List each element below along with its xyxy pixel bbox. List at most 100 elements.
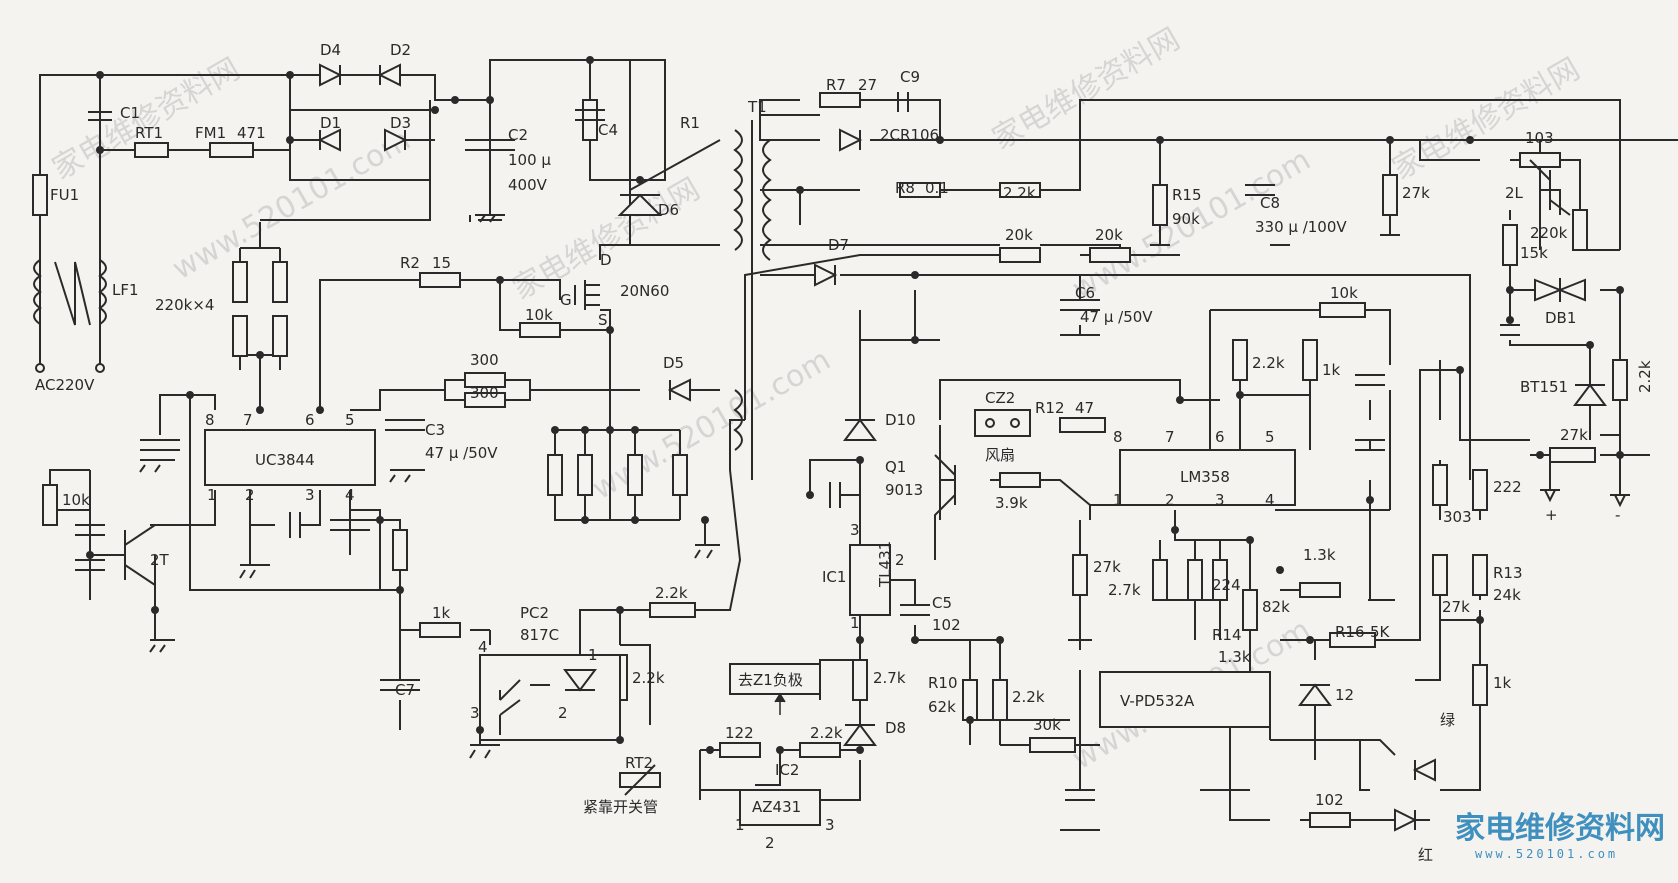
resistor-r303 xyxy=(1432,464,1448,506)
label: 90k xyxy=(1172,210,1200,228)
label: 220k xyxy=(1530,224,1568,242)
label: 风扇 xyxy=(985,446,1015,464)
label: LM358 xyxy=(1180,468,1230,486)
resistor-r102 xyxy=(1309,812,1351,828)
label: 24k xyxy=(1493,586,1521,604)
transistor-2l xyxy=(1529,159,1571,216)
resistor-r2k2-low xyxy=(992,679,1008,721)
resistor-rt1 xyxy=(134,142,169,158)
scr-bt151 xyxy=(1573,383,1607,406)
z1-negative-box xyxy=(729,663,821,695)
label: 1.3k xyxy=(1303,546,1336,564)
label: 1k xyxy=(432,604,451,622)
label: R14 xyxy=(1212,626,1242,644)
capacitor-2t-a xyxy=(75,524,105,536)
label: IC1 xyxy=(822,568,846,586)
resistor-r27k-mid xyxy=(1072,554,1088,596)
resistor-r224 xyxy=(1187,559,1203,601)
label: 1 xyxy=(588,646,598,664)
label: 20k xyxy=(1095,226,1123,244)
label: 122 xyxy=(725,724,754,742)
label: 2.2k xyxy=(1252,354,1285,372)
label: 2.2k xyxy=(810,724,843,742)
label: 2T xyxy=(150,551,170,569)
diode-d7 xyxy=(814,263,838,287)
watermark: 家电维修资料网 xyxy=(987,22,1186,157)
label: 2 xyxy=(895,551,905,569)
label: 5K xyxy=(1370,623,1391,641)
resistor-r16 xyxy=(1329,632,1376,648)
resistor-r20k-b xyxy=(1089,247,1131,263)
ic-vpd532a xyxy=(1099,671,1271,728)
resistor-r27k-top xyxy=(1382,174,1398,216)
label: R2 xyxy=(400,254,420,272)
label: LF1 xyxy=(112,281,139,299)
transistor-q1 xyxy=(934,454,956,560)
label: R13 xyxy=(1493,564,1523,582)
label: 102 xyxy=(1315,791,1344,809)
label: 3.9k xyxy=(995,494,1028,512)
logo-text: 家电维修资料网 xyxy=(1455,811,1665,846)
resistor-fm1 xyxy=(209,142,254,158)
resistor-r20k-a xyxy=(999,247,1041,263)
resistor-r220k-2 xyxy=(272,261,288,303)
resistor-r82k xyxy=(1242,589,1258,631)
fuse-fu1 xyxy=(32,174,48,216)
resistor-r1k3 xyxy=(1299,582,1341,598)
label: 1k xyxy=(1493,674,1512,692)
diode-2cr106 xyxy=(839,128,863,152)
diode-d6 xyxy=(617,193,663,216)
site-logo: 家电维修资料网 www.520101.com xyxy=(1455,811,1665,861)
label: 224 xyxy=(1212,576,1241,594)
resistor-r10k-gate xyxy=(519,322,561,338)
label: 20N60 xyxy=(620,282,669,300)
resistor-r103 xyxy=(1519,152,1561,168)
label: 6 xyxy=(1215,428,1225,446)
label: C4 xyxy=(598,121,618,139)
label: 2.2k xyxy=(1012,688,1045,706)
label: 2.7k xyxy=(873,669,906,687)
label: 300 xyxy=(470,351,499,369)
label: 27 xyxy=(858,76,877,94)
label: D5 xyxy=(663,354,684,372)
label: R1 xyxy=(680,114,700,132)
resistor-r15 xyxy=(1152,184,1168,226)
ic-tl431 xyxy=(849,544,891,616)
resistor-sense-2 xyxy=(577,454,593,496)
label: 471 xyxy=(237,124,266,142)
label: 47 μ /50V xyxy=(425,444,498,462)
label: 27k xyxy=(1093,558,1121,576)
label: C9 xyxy=(900,68,920,86)
label: 15k xyxy=(1520,244,1548,262)
inductor-lf1 xyxy=(33,259,107,326)
label: 1 xyxy=(207,486,217,504)
label: 10k xyxy=(1330,284,1358,302)
label: 9013 xyxy=(885,481,923,499)
label: 30k xyxy=(1033,716,1061,734)
resistor-sense-4 xyxy=(672,454,688,496)
label: D8 xyxy=(885,719,906,737)
resistor-r1k-led xyxy=(1472,664,1488,706)
label: D4 xyxy=(320,41,341,59)
capacitor-c4 xyxy=(575,109,605,121)
label: R16 xyxy=(1335,623,1365,641)
capacitor-c7 xyxy=(380,679,420,691)
capacitor-vpd xyxy=(1065,789,1095,801)
connector-cz2 xyxy=(974,409,1031,437)
watermark: 家电维修资料网 xyxy=(47,52,246,187)
label: 5 xyxy=(1265,428,1275,446)
label: C7 xyxy=(395,681,415,699)
label: PC2 xyxy=(520,604,549,622)
label: 2.7k xyxy=(1108,581,1141,599)
resistor-r15k xyxy=(1502,224,1518,266)
label: G xyxy=(560,291,572,309)
ground-symbol xyxy=(149,639,175,653)
label: CZ2 xyxy=(985,389,1015,407)
resistor-r2k2-pc2 xyxy=(649,602,696,618)
label: 27k xyxy=(1402,184,1430,202)
label: TL431 xyxy=(876,541,894,588)
ground-symbol xyxy=(139,459,175,473)
label: 8 xyxy=(1113,428,1123,446)
ground-symbol xyxy=(1060,234,1400,336)
diode-d4 xyxy=(319,63,343,87)
